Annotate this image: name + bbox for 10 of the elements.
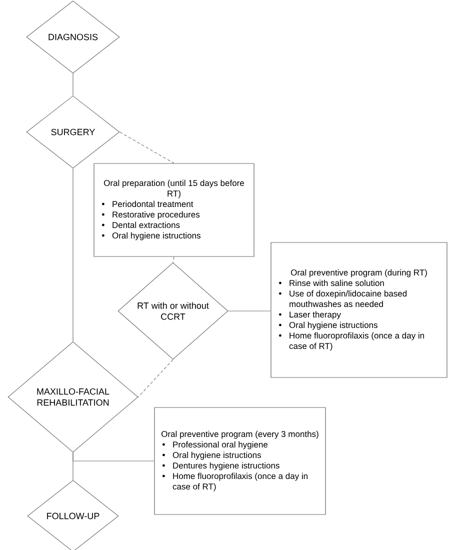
text-box: Oral preventive program (every 3 months) Professional oral hygiene Oral hygiene istructions Dentures hygiene istructions Home fluoroprofilaxis (once a day in case of RT) xyxy=(154,407,326,515)
dashed-connector xyxy=(138,359,174,398)
text-box: Oral preventive program (during RT) Rinse with saline solution Use of doxepin/lidocaine based mouthwashes as needed Laser therapy Oral hygiene istructions Home fluoroprofilaxis (once a day in case of RT) xyxy=(270,242,448,378)
text-box: Oral preparation (until 15 days before RT) Periodontal treatment Restorative procedures Dental extractions Oral hygiene istructions xyxy=(94,163,254,257)
connector xyxy=(228,310,271,312)
connector xyxy=(72,73,74,96)
connector xyxy=(72,452,154,462)
dashed-connector xyxy=(172,256,174,263)
dashed-connector xyxy=(120,132,174,164)
connector xyxy=(72,168,74,342)
